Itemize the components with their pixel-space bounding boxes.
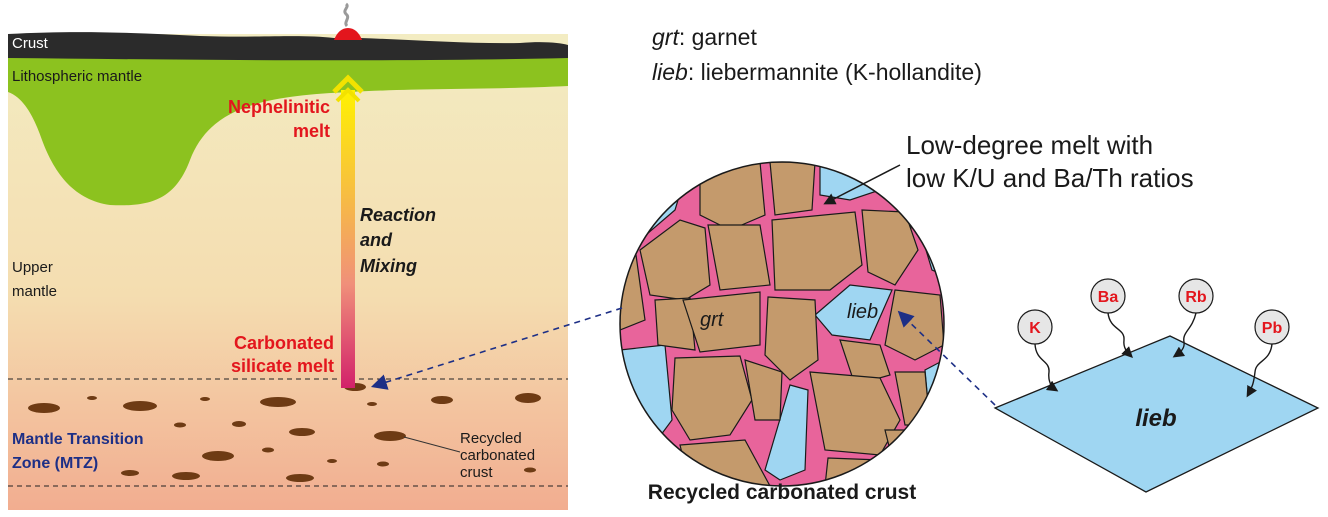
reaction-mixing-label-1: Reaction	[360, 205, 436, 225]
upper-mantle-label-2: mantle	[12, 283, 57, 300]
melt-ascent-arrow	[341, 90, 355, 388]
crust-layer	[8, 32, 568, 61]
recycled-crust-label-3: crust	[460, 464, 493, 481]
upper-mantle-label-1: Upper	[12, 259, 53, 276]
nephelinitic-melt-label-2: melt	[293, 121, 330, 141]
volcano	[334, 28, 362, 40]
recycled-crust-label-2: carbonated	[460, 447, 535, 464]
volcano-plume	[343, 2, 350, 28]
element-ba-arrow	[1107, 312, 1133, 358]
lieb-crystal-diagram: lieb K Ba Rb Pb	[993, 278, 1320, 493]
lithospheric-mantle	[8, 55, 568, 206]
element-pb: Pb	[1246, 309, 1290, 398]
zoom-connector-right	[897, 310, 996, 406]
recycled-crust-leader	[403, 436, 461, 453]
nephelinitic-melt-label-1: Nephelinitic	[228, 97, 330, 117]
circle-title: Recycled carbonated crust	[648, 481, 916, 504]
element-k: K	[1017, 309, 1059, 392]
element-rb: Rb	[1172, 278, 1214, 358]
lieb-crystal-label: lieb	[1135, 405, 1176, 432]
element-rb-arrow	[1172, 312, 1197, 358]
legend-lieb: lieb: liebermannite (K-hollandite)	[652, 59, 982, 85]
abbreviation-legend: grt: garnet lieb: liebermannite (K-holla…	[652, 24, 982, 85]
recycled-crust-label-1: Recycled	[460, 430, 522, 447]
element-pb-arrow	[1246, 343, 1273, 398]
lieb-grain-label: lieb	[847, 301, 878, 323]
grt-grain-label: grt	[700, 309, 725, 331]
mtz-label-1: Mantle Transition	[12, 431, 144, 448]
legend-grt: grt: garnet	[652, 24, 757, 50]
rock-texture-circle: grt lieb Recycled carbonated crust	[619, 161, 945, 504]
melt-callout-2: low K/U and Ba/Th ratios	[906, 163, 1194, 193]
melt-callout-leader	[823, 164, 901, 205]
element-k-arrow	[1034, 343, 1059, 392]
lithospheric-mantle-label: Lithospheric mantle	[12, 68, 142, 85]
carbonated-melt-label-1: Carbonated	[234, 333, 334, 353]
melt-arrow-head	[332, 74, 364, 94]
element-ba: Ba	[1090, 278, 1133, 358]
cross-section: Crust Lithospheric mantle Upper mantle M…	[8, 2, 568, 510]
crust-label: Crust	[12, 35, 49, 52]
reaction-mixing-label-2: and	[360, 230, 393, 250]
melt-callout-1: Low-degree melt with	[906, 130, 1153, 160]
element-k-label: K	[1029, 320, 1041, 337]
element-rb-label: Rb	[1185, 289, 1207, 306]
circle-outline	[619, 161, 945, 487]
reaction-mixing-label-3: Mixing	[360, 256, 417, 276]
melt-arrow-head-inner	[335, 87, 361, 103]
element-ba-label: Ba	[1098, 289, 1119, 306]
recycled-crust-blobs	[28, 383, 541, 482]
carbonated-melt-label-2: silicate melt	[231, 356, 334, 376]
lieb-crystal	[993, 335, 1320, 493]
mtz-label-2: Zone (MTZ)	[12, 455, 98, 472]
element-pb-label: Pb	[1262, 320, 1283, 337]
